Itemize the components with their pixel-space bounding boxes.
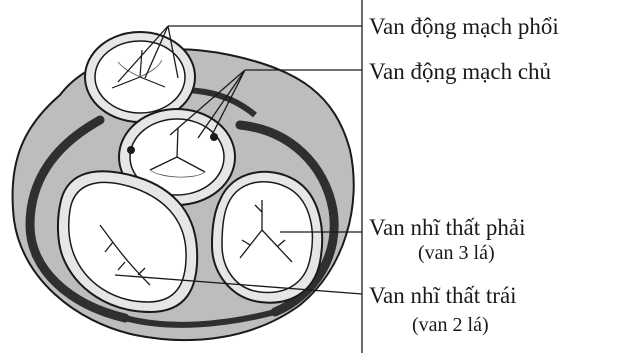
label-mitral-note: (van 2 lá) — [412, 314, 489, 336]
tricuspid-valve — [212, 172, 322, 303]
label-aortic-valve: Van động mạch chủ — [369, 59, 552, 84]
label-tricuspid-valve: Van nhĩ thất phải — [369, 215, 526, 240]
coronary-ostium-left — [127, 146, 135, 154]
label-mitral-valve: Van nhĩ thất trái — [369, 283, 517, 308]
label-pulmonary-valve: Van động mạch phổi — [369, 14, 559, 39]
coronary-ostium-right — [210, 133, 218, 141]
label-tricuspid-note: (van 3 lá) — [418, 242, 495, 264]
